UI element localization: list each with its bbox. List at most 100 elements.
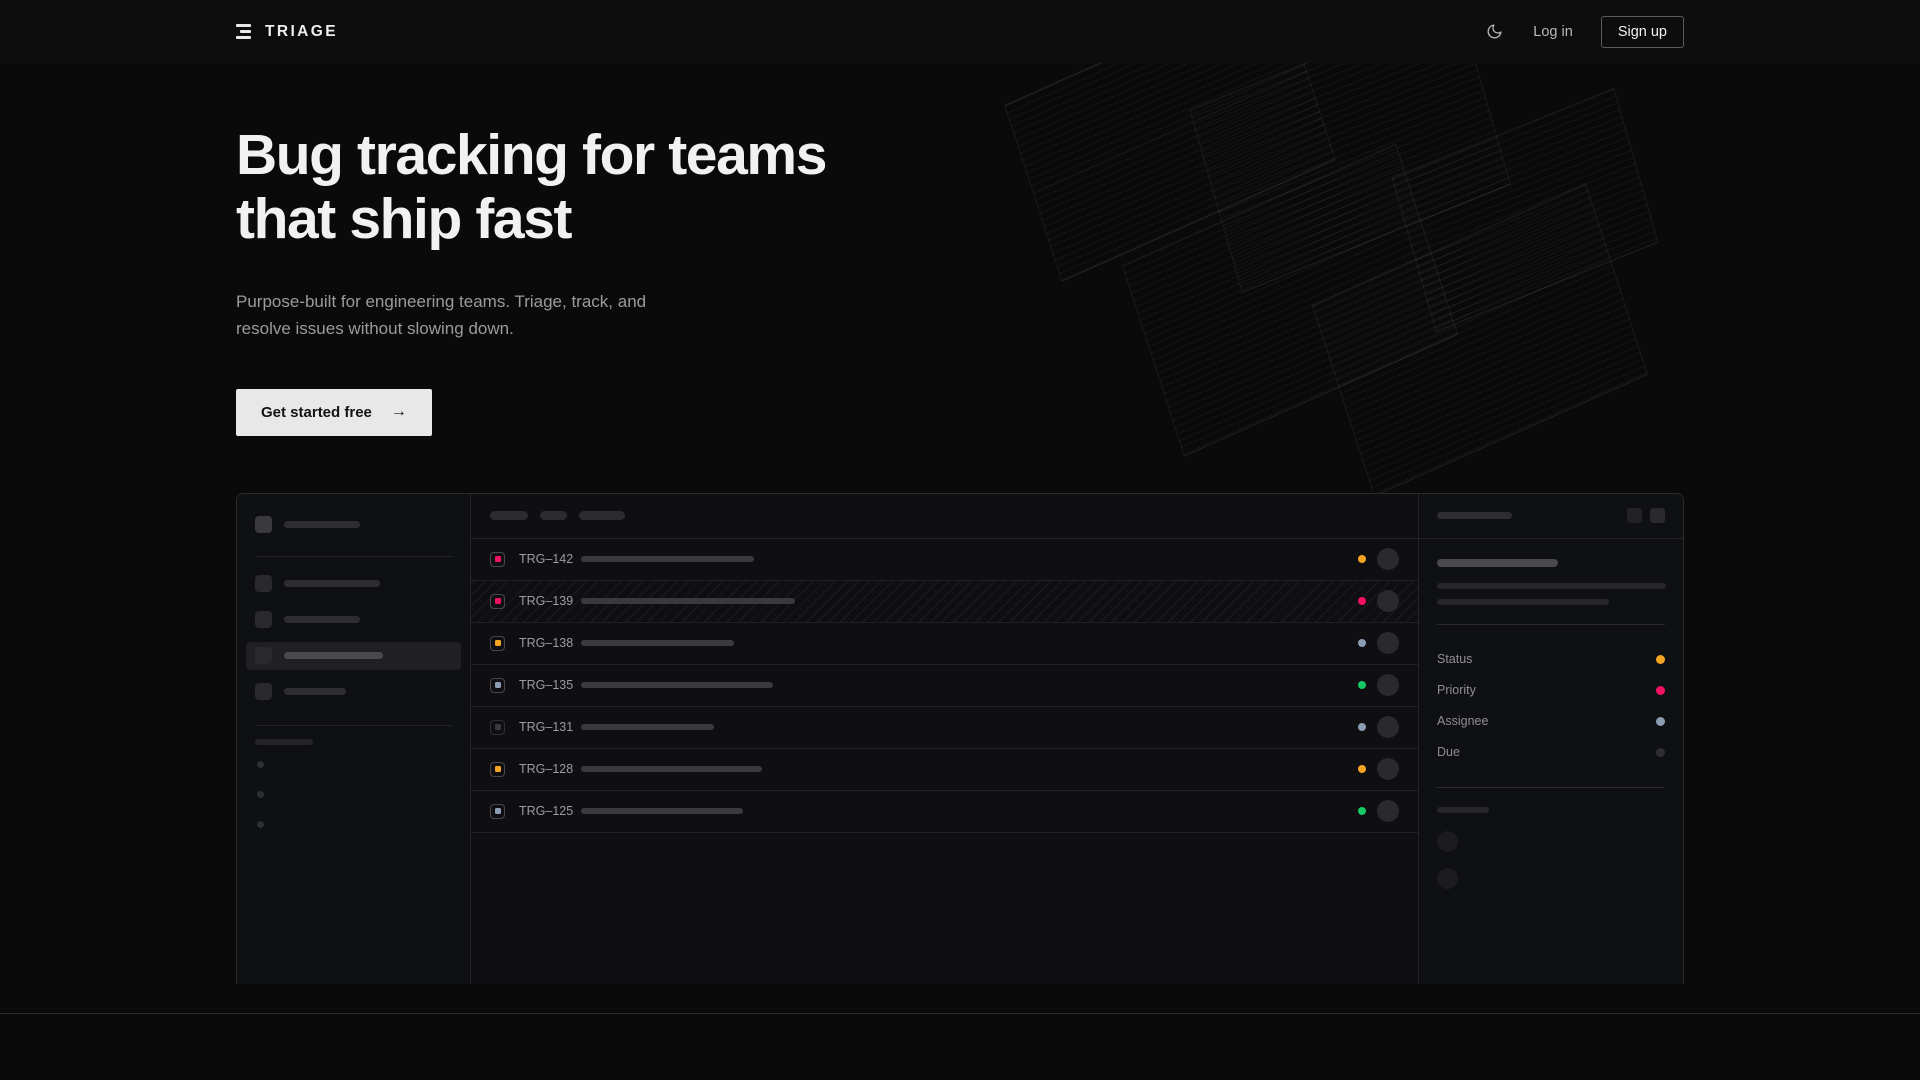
issue-row-meta [1358,590,1399,613]
avatar [1377,590,1399,613]
issue-row[interactable]: TRG–131 [471,707,1418,749]
sidebar-sub-item-3[interactable] [257,820,264,828]
avatar [1377,632,1399,655]
issue-title-skeleton [581,682,773,689]
status-dot [1358,681,1366,690]
issue-row[interactable]: TRG–135 [471,665,1418,707]
status-dot [1358,597,1366,606]
status-dot [1358,765,1366,774]
issue-row-meta [1358,632,1399,655]
sidebar-item-label-skeleton [284,688,346,696]
mock-sidebar [237,493,471,984]
priority-icon [490,677,505,693]
issue-row[interactable]: TRG–138 [471,623,1418,665]
status-dot [1358,807,1366,816]
issue-row[interactable]: TRG–128 [471,749,1418,791]
sidebar-item-icon [255,683,272,701]
avatar [1377,800,1399,823]
sidebar-item-label-skeleton [284,580,380,588]
issue-row[interactable]: TRG–142 [471,539,1418,581]
sidebar-item-4[interactable] [246,678,461,706]
issue-title-skeleton [581,556,754,563]
signup-button[interactable]: Sign up [1600,15,1684,48]
brand-logo[interactable]: TRIAGE [236,23,338,41]
status-dot [1358,555,1366,564]
issue-title-skeleton [581,640,734,647]
moon-icon[interactable] [1483,21,1505,43]
arrow-right-icon: → [390,403,407,421]
sidebar-nav [246,570,461,706]
filter-chip-3[interactable] [579,511,625,521]
sidebar-item-icon [255,575,272,593]
detail-action-button-1[interactable] [1627,508,1642,524]
priority-icon [490,593,505,609]
section-divider [0,1013,1920,1014]
detail-action-button-2[interactable] [1650,508,1665,524]
sidebar-item-3[interactable] [246,641,461,670]
sidebar-divider-top [255,555,452,557]
get-started-button[interactable]: Get started free → [236,388,432,436]
issue-title-skeleton [581,598,795,605]
detail-divider-2 [1437,786,1665,788]
meta-label: Status [1437,652,1473,667]
detail-divider-1 [1437,623,1665,625]
workspace-switcher[interactable] [255,513,452,537]
meta-row-assignee[interactable]: Assignee [1437,706,1665,737]
issue-title-skeleton [581,766,762,773]
meta-label: Due [1437,745,1460,760]
issue-id: TRG–142 [519,552,574,567]
meta-row-status[interactable]: Status [1437,644,1665,675]
meta-row-priority[interactable]: Priority [1437,675,1665,706]
sidebar-sublist [255,760,452,828]
detail-header-buttons [1627,508,1665,524]
detail-body-line-1 [1437,582,1666,589]
hero-section: Bug tracking for teams that ship fast Pu… [0,63,1920,436]
brand-name: TRIAGE [265,22,338,40]
site-header: TRIAGE Log in Sign up [0,0,1920,63]
issue-row-meta [1358,674,1399,697]
header-actions: Log in Sign up [1483,15,1684,48]
sidebar-item-1[interactable] [246,570,461,598]
list-toolbar [471,494,1418,539]
filter-chip-1[interactable] [490,511,528,521]
issue-row[interactable]: TRG–139 [471,580,1418,623]
meta-value-dot [1656,716,1665,726]
sidebar-item-icon [255,611,272,629]
login-link[interactable]: Log in [1533,23,1573,40]
meta-value-dot [1656,654,1665,664]
avatar [1377,674,1399,697]
workspace-avatar [255,516,272,534]
meta-value-dot [1656,685,1665,695]
sidebar-sub-item-2[interactable] [257,790,264,798]
meta-row-due[interactable]: Due [1437,737,1665,768]
workspace-name-skeleton [284,521,360,529]
detail-body-line-2 [1437,598,1609,605]
issue-title-skeleton [581,724,714,731]
sidebar-item-2[interactable] [246,606,461,634]
avatar [1377,548,1399,571]
avatar [1377,716,1399,739]
detail-subject-skeleton [1437,558,1558,567]
filter-chip-2[interactable] [540,511,567,521]
activity-avatar-1 [1437,830,1458,852]
cta-label: Get started free [261,403,372,421]
meta-label: Priority [1437,683,1476,698]
status-dot [1358,723,1366,732]
issue-id: TRG–138 [519,636,574,651]
priority-icon [490,719,505,735]
avatar [1377,758,1399,781]
issue-id: TRG–131 [519,720,574,735]
sidebar-sub-item-1[interactable] [257,760,264,768]
stacked-bars-logo-icon [236,24,251,39]
priority-icon [490,803,505,819]
issue-id: TRG–128 [519,762,574,777]
issue-row-meta [1358,548,1399,571]
issue-row-meta [1358,716,1399,739]
issue-row[interactable]: TRG–125 [471,791,1418,833]
issue-id: TRG–125 [519,804,574,819]
meta-label: Assignee [1437,714,1489,729]
sidebar-divider-bottom [255,724,452,726]
